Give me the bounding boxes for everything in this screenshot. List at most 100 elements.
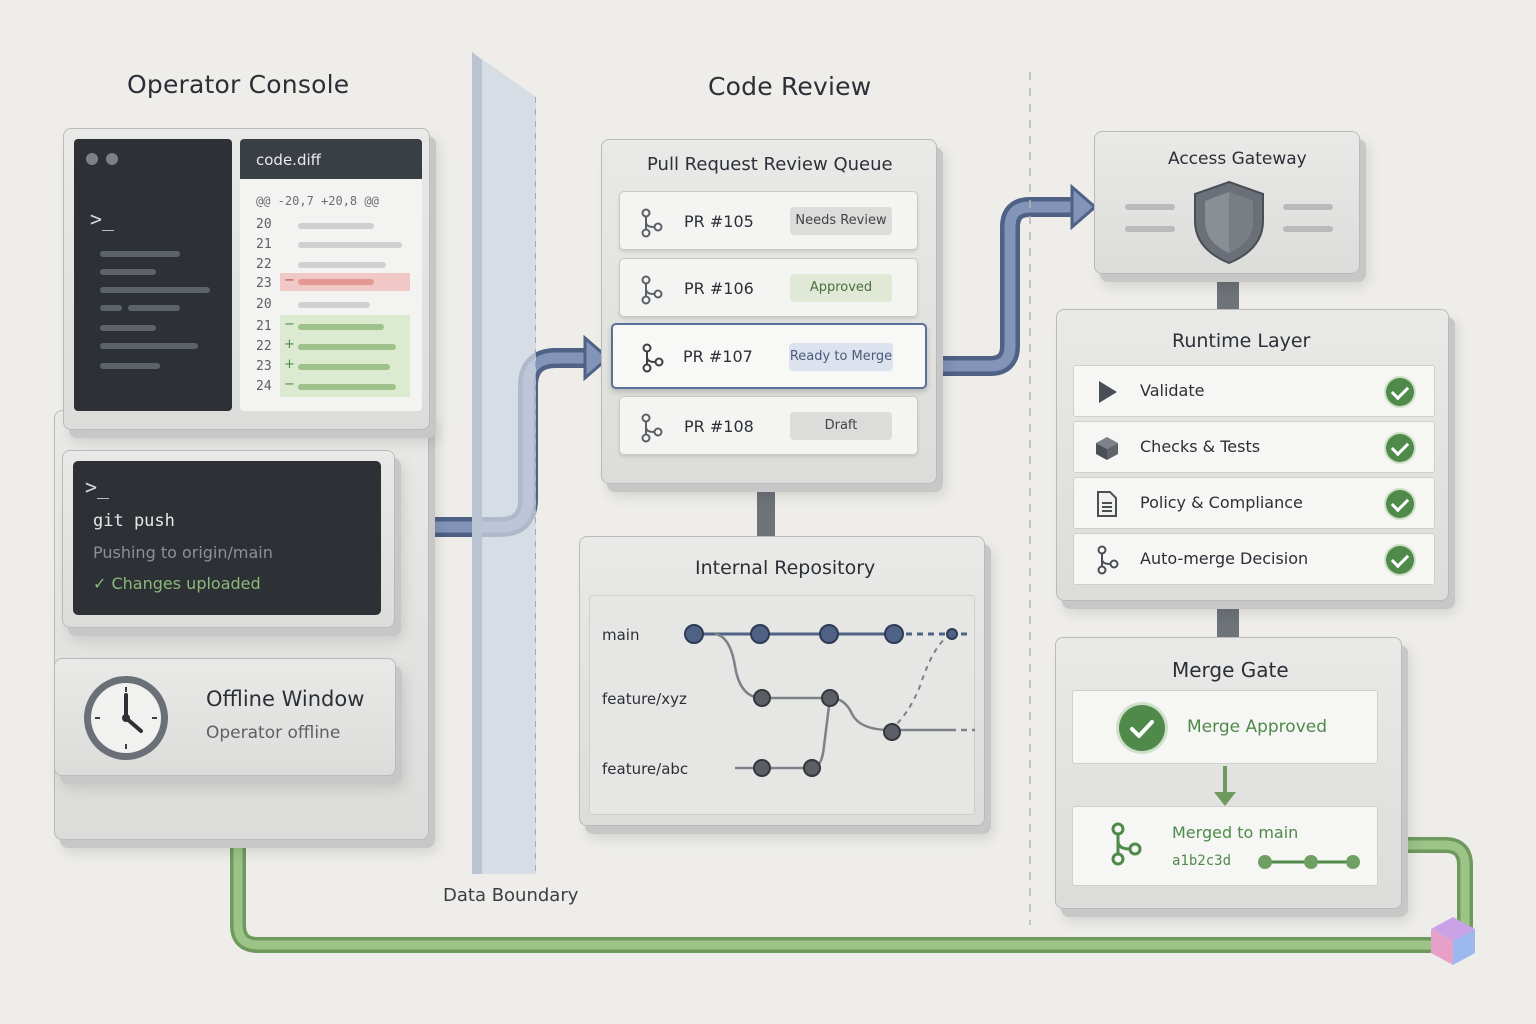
code-review-title: Code Review bbox=[708, 72, 872, 101]
shield-icon bbox=[1194, 180, 1264, 265]
pr-number: PR #107 bbox=[683, 347, 753, 366]
runtime-step-label: Checks & Tests bbox=[1140, 437, 1261, 456]
operator-console-title: Operator Console bbox=[127, 70, 350, 99]
diff-pane: code.diff @@ -20,7 +20,8 @@ 20 21 22 23 … bbox=[240, 139, 422, 411]
status-badge: Approved bbox=[790, 274, 892, 302]
check-icon bbox=[1386, 378, 1414, 406]
internal-repository-panel: Internal Repository main feature/xyz fea… bbox=[579, 536, 985, 826]
branch-label-feature-abc: feature/abc bbox=[602, 760, 689, 778]
diff-marker: + bbox=[284, 357, 295, 372]
access-gateway-panel: Access Gateway bbox=[1094, 131, 1360, 274]
offline-window-card: Offline Window Operator offline bbox=[54, 658, 396, 776]
runtime-title: Runtime Layer bbox=[1172, 330, 1311, 352]
terminal-command: git push bbox=[93, 511, 175, 531]
down-arrow-icon bbox=[1214, 766, 1236, 806]
branch-label-main: main bbox=[602, 626, 640, 644]
blue-arrowhead-gateway bbox=[1070, 183, 1098, 231]
diff-marker: − bbox=[284, 317, 295, 332]
branch-icon bbox=[642, 343, 664, 373]
graph-area: main feature/xyz feature/abc bbox=[589, 595, 975, 815]
data-boundary-label: Data Boundary bbox=[443, 885, 579, 906]
runtime-step-label: Validate bbox=[1140, 381, 1205, 400]
pr-number: PR #106 bbox=[684, 279, 754, 298]
branch-label-feature-xyz: feature/xyz bbox=[602, 690, 687, 708]
merge-approved-card: Merge Approved bbox=[1072, 690, 1378, 764]
pr-row[interactable]: PR #106 Approved bbox=[619, 258, 918, 317]
branch-icon bbox=[1097, 545, 1119, 575]
clock-icon bbox=[81, 673, 171, 767]
diff-marker: − bbox=[284, 377, 295, 392]
runtime-step-validate[interactable]: Validate bbox=[1073, 365, 1435, 417]
runtime-step-label: Policy & Compliance bbox=[1140, 493, 1303, 512]
commit-hash: a1b2c3d bbox=[1172, 853, 1232, 869]
line-number: 21 bbox=[256, 319, 272, 334]
window-dot bbox=[86, 153, 98, 165]
gateway-title: Access Gateway bbox=[1168, 149, 1307, 169]
repository-title: Internal Repository bbox=[695, 557, 876, 579]
line-number: 23 bbox=[256, 276, 272, 291]
merged-card: Merged to main a1b2c3d bbox=[1072, 806, 1378, 886]
approved-check-icon bbox=[1119, 705, 1165, 751]
diff-marker: + bbox=[284, 337, 295, 352]
pr-number: PR #108 bbox=[684, 417, 754, 436]
merged-commits-graph bbox=[1258, 855, 1360, 869]
merge-approved-label: Merge Approved bbox=[1187, 717, 1328, 737]
cube-logo-icon bbox=[1431, 917, 1475, 965]
check-icon bbox=[1386, 490, 1414, 518]
runtime-step-auto-merge[interactable]: Auto-merge Decision bbox=[1073, 533, 1435, 585]
offline-subtitle: Operator offline bbox=[206, 723, 341, 743]
branch-icon bbox=[641, 413, 663, 443]
diff-marker: − bbox=[284, 273, 295, 288]
window-dot bbox=[106, 153, 118, 165]
blue-gateway-flow bbox=[925, 197, 1075, 376]
pr-row[interactable]: PR #108 Draft bbox=[619, 396, 918, 455]
pr-row-selected[interactable]: PR #107 Ready to Merge bbox=[611, 323, 927, 389]
gateway-line bbox=[1283, 204, 1333, 210]
diff-tab[interactable]: code.diff bbox=[256, 151, 321, 169]
merged-label: Merged to main bbox=[1172, 823, 1299, 842]
runtime-step-checks[interactable]: Checks & Tests bbox=[1073, 421, 1435, 473]
terminal-prompt: >_ bbox=[85, 475, 110, 499]
check-icon bbox=[1386, 434, 1414, 462]
pr-queue-title: Pull Request Review Queue bbox=[647, 154, 893, 175]
line-number: 23 bbox=[256, 359, 272, 374]
runtime-layer-panel: Runtime Layer Validate Checks & Tests Po… bbox=[1056, 309, 1449, 601]
line-number: 22 bbox=[256, 339, 272, 354]
line-number: 22 bbox=[256, 257, 272, 272]
line-number: 20 bbox=[256, 217, 272, 232]
line-number: 24 bbox=[256, 379, 272, 394]
terminal-pane: >_ bbox=[74, 139, 232, 411]
push-terminal: >_ git push Pushing to origin/main ✓ Cha… bbox=[73, 461, 381, 615]
branch-icon bbox=[641, 208, 663, 238]
pr-number: PR #105 bbox=[684, 212, 754, 231]
line-number: 20 bbox=[256, 297, 272, 312]
data-boundary-wall bbox=[470, 52, 537, 874]
commit-graph bbox=[684, 624, 975, 777]
status-badge: Needs Review bbox=[790, 207, 892, 235]
cube-icon bbox=[1096, 437, 1118, 460]
gateway-runtime-link bbox=[1217, 276, 1239, 310]
offline-title: Offline Window bbox=[206, 687, 365, 711]
line-number: 21 bbox=[256, 237, 272, 252]
gateway-line bbox=[1125, 226, 1175, 232]
terminal-prompt-icon: >_ bbox=[90, 207, 115, 231]
status-badge: Draft bbox=[790, 412, 892, 440]
status-badge: Ready to Merge bbox=[789, 343, 893, 371]
runtime-step-policy[interactable]: Policy & Compliance bbox=[1073, 477, 1435, 529]
push-terminal-window: >_ git push Pushing to origin/main ✓ Cha… bbox=[62, 450, 395, 628]
branch-icon bbox=[641, 275, 663, 305]
document-icon bbox=[1097, 491, 1117, 517]
queue-repo-link bbox=[757, 492, 775, 536]
runtime-merge-link bbox=[1217, 603, 1239, 637]
blue-arrowhead-queue bbox=[583, 334, 611, 382]
merge-gate-panel: Merge Gate Merge Approved Merged to main… bbox=[1055, 637, 1402, 909]
terminal-success: ✓ Changes uploaded bbox=[93, 574, 261, 593]
diff-hunk-header: @@ -20,7 +20,8 @@ bbox=[256, 194, 379, 208]
check-icon bbox=[1386, 546, 1414, 574]
merge-branch-icon bbox=[1111, 822, 1142, 866]
editor-window: >_ code.diff @@ -20,7 +20,8 @@ 20 21 22 … bbox=[63, 128, 430, 430]
pr-row[interactable]: PR #105 Needs Review bbox=[619, 191, 918, 250]
gateway-line bbox=[1283, 226, 1333, 232]
terminal-status: Pushing to origin/main bbox=[93, 543, 273, 562]
play-icon bbox=[1099, 381, 1117, 403]
